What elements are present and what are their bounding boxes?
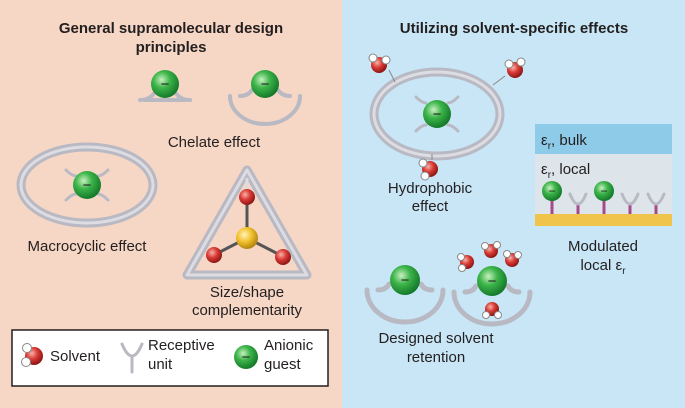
hydrophobic-solvent-2 xyxy=(492,57,526,86)
svg-text:−: − xyxy=(433,106,442,123)
legend-receptive-label-line2: unit xyxy=(148,356,173,373)
macrocycle-ring xyxy=(16,142,158,228)
svg-text:−: − xyxy=(242,349,251,366)
surface-linkers xyxy=(550,200,658,214)
hydrophobic-label-line1: Hydrophobic xyxy=(388,180,473,197)
local-epsilon: εr, local xyxy=(541,161,590,181)
left-title-line2: principles xyxy=(136,39,207,56)
hydrophobic-solvent-3 xyxy=(418,154,438,181)
surface-anion-2: − xyxy=(594,181,614,201)
hydrophobic-label-line2: effect xyxy=(412,198,449,215)
macrocycle-anion: − xyxy=(73,171,101,199)
retention-host-1 xyxy=(364,281,446,325)
chelate-anion-2: − xyxy=(251,70,279,98)
chelate-receptor-1 xyxy=(138,90,192,102)
hydrophobic-arms xyxy=(414,95,460,133)
legend-solvent-label: Solvent xyxy=(50,348,101,365)
retention-solvent-4 xyxy=(482,302,502,319)
size-shape-label-line1: Size/shape xyxy=(210,284,284,301)
svg-text:−: − xyxy=(161,76,170,93)
svg-text:−: − xyxy=(83,177,92,194)
bulk-epsilon: εr, bulk xyxy=(541,132,587,152)
legend-solvent-icon xyxy=(21,343,43,367)
left-title-line1: General supramolecular design xyxy=(59,20,283,37)
chelate-anion-1: − xyxy=(151,70,179,98)
modulated-label-line1: Modulated xyxy=(568,238,638,255)
right-title: Utilizing solvent-specific effects xyxy=(400,20,628,37)
macrocyclic-label: Macrocyclic effect xyxy=(28,238,148,255)
retention-anion-1: − xyxy=(390,265,420,295)
retention-label-line2: retention xyxy=(407,349,465,366)
legend-anion-icon: − xyxy=(234,345,258,369)
svg-text:−: − xyxy=(600,184,607,198)
retention-anion-2: − xyxy=(477,266,507,296)
surface-anion-1: − xyxy=(542,181,562,201)
svg-text:−: − xyxy=(401,272,410,289)
svg-text:−: − xyxy=(548,184,555,198)
retention-solvent-3 xyxy=(503,250,522,267)
hydrophobic-ring xyxy=(369,67,505,161)
modulated-label-line2: local εr xyxy=(580,257,626,277)
svg-text:−: − xyxy=(261,76,270,93)
retention-label-line1: Designed solvent xyxy=(378,330,494,347)
retention-host-2 xyxy=(451,283,533,327)
surface-receptors xyxy=(568,192,666,206)
svg-text:−: − xyxy=(488,273,497,290)
retention-solvent-2 xyxy=(481,241,501,258)
chelate-receptor-2 xyxy=(228,88,302,126)
hydrophobic-anion: − xyxy=(423,100,451,128)
macrocycle-arms xyxy=(64,168,110,202)
size-shape-label-line2: complementarity xyxy=(192,302,303,319)
legend-anionic-label-line2: guest xyxy=(264,356,302,373)
legend: Solvent Receptive unit − Anionic guest xyxy=(11,329,329,387)
legend-receptive-icon xyxy=(120,342,144,374)
chelate-label: Chelate effect xyxy=(168,134,261,151)
tetrahedral-guest xyxy=(206,189,291,265)
legend-anionic-label-line1: Anionic xyxy=(264,337,314,354)
legend-receptive-label-line1: Receptive xyxy=(148,337,215,354)
retention-solvent-1 xyxy=(457,253,474,272)
hydrophobic-solvent-1 xyxy=(368,53,396,83)
